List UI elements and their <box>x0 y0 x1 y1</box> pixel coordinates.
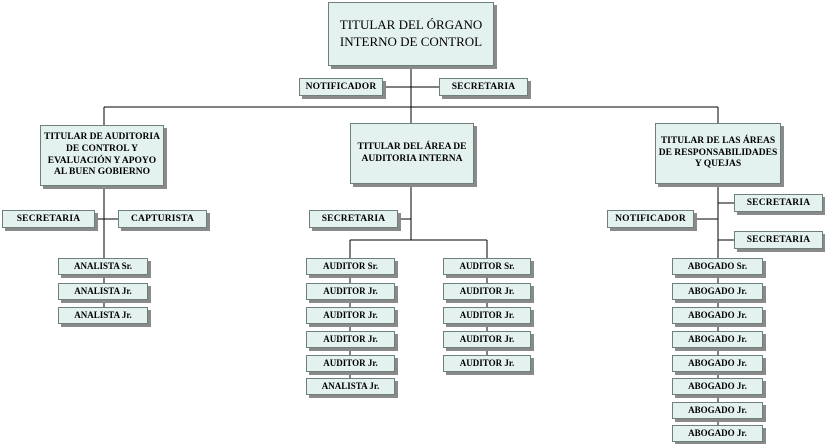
staff-box: AUDITOR Sr. <box>306 258 395 275</box>
staff-box: AUDITOR Jr. <box>306 331 395 348</box>
capturista-box: CAPTURISTA <box>118 210 207 228</box>
titular-auditoria-control-box: TITULAR DE AUDITORIA DE CONTROL Y EVALUA… <box>40 125 164 186</box>
staff-box: AUDITOR Sr. <box>443 258 531 275</box>
staff-box: ANALISTA Jr. <box>58 307 148 324</box>
staff-box: AUDITOR Jr. <box>443 355 531 372</box>
titular-auditoria-interna-box: TITULAR DEL ÁREA DE AUDITORIA INTERNA <box>350 123 474 184</box>
staff-box: AUDITOR Jr. <box>306 355 395 372</box>
staff-box: ABOGADO Jr. <box>672 402 763 419</box>
staff-box: AUDITOR Jr. <box>306 283 395 300</box>
staff-box: ANALISTA Jr. <box>58 283 148 300</box>
staff-box: ANALISTA Sr. <box>58 258 148 275</box>
staff-box: ABOGADO Jr. <box>672 425 763 442</box>
secretaria-box: SECRETARIA <box>734 194 823 212</box>
staff-box: ABOGADO Jr. <box>672 378 763 395</box>
titular-responsabilidades-box: TITULAR DE LAS ÁREAS DE RESPONSABILIDADE… <box>655 123 781 184</box>
staff-box: AUDITOR Jr. <box>306 307 395 324</box>
secretaria-box: SECRETARIA <box>309 210 398 228</box>
staff-box: ANALISTA Jr. <box>306 378 395 395</box>
notificador-box: NOTIFICADOR <box>299 78 383 96</box>
titular-organo-box: TITULAR DEL ÓRGANO INTERNO DE CONTROL <box>328 2 494 66</box>
staff-box: ABOGADO Sr. <box>672 258 763 275</box>
secretaria-box: SECRETARIA <box>2 210 95 228</box>
staff-box: ABOGADO Jr. <box>672 283 763 300</box>
secretaria-box: SECRETARIA <box>734 231 823 249</box>
staff-box: ABOGADO Jr. <box>672 331 763 348</box>
staff-box: ABOGADO Jr. <box>672 355 763 372</box>
staff-box: AUDITOR Jr. <box>443 307 531 324</box>
notificador-box: NOTIFICADOR <box>607 210 694 228</box>
staff-box: ABOGADO Jr. <box>672 307 763 324</box>
secretaria-box: SECRETARIA <box>439 78 528 96</box>
staff-box: AUDITOR Jr. <box>443 331 531 348</box>
staff-box: AUDITOR Jr. <box>443 283 531 300</box>
